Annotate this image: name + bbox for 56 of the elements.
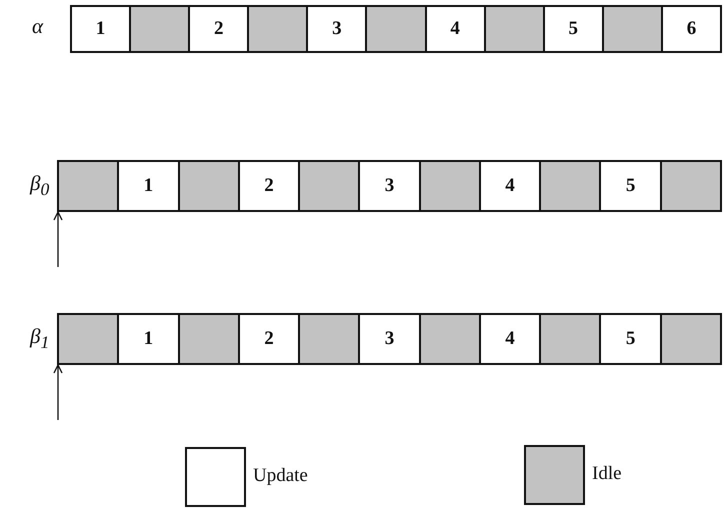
start-arrow	[53, 211, 63, 267]
slot-number: 1	[144, 328, 154, 350]
update-slot	[542, 5, 604, 53]
update-slot	[358, 160, 421, 212]
idle-slot	[660, 313, 722, 365]
idle-slot	[484, 5, 545, 53]
update-slot	[117, 160, 180, 212]
update-slot	[117, 313, 180, 365]
idle-slot	[298, 313, 360, 365]
update-slot	[599, 160, 662, 212]
slot-number: 1	[144, 175, 154, 197]
idle-slot	[129, 5, 190, 53]
slot-number: 2	[264, 175, 274, 197]
legend-label: Idle	[592, 463, 622, 485]
row-label: β$_{1}$	[30, 324, 50, 354]
slot-number: 5	[568, 18, 578, 40]
slot-number: 4	[505, 328, 515, 350]
update-slot	[238, 160, 300, 212]
slot-number: 3	[384, 328, 394, 350]
update-slot	[358, 313, 421, 365]
slot-number: 4	[450, 18, 460, 40]
update-slot	[599, 313, 662, 365]
update-slot	[306, 5, 368, 53]
update-slot	[424, 5, 486, 53]
legend-label: Update	[253, 465, 308, 487]
idle-slot	[298, 160, 360, 212]
idle-slot	[539, 313, 602, 365]
idle-slot	[365, 5, 427, 53]
start-arrow	[53, 364, 63, 420]
idle-slot	[539, 160, 602, 212]
idle-slot	[247, 5, 308, 53]
idle-slot	[602, 5, 663, 53]
row-label: β$_{0}$	[30, 171, 50, 200]
idle-slot	[418, 160, 481, 212]
slot-number: 4	[505, 175, 515, 197]
slot-number: 2	[264, 328, 274, 350]
update-slot	[70, 5, 132, 53]
slot-number: 3	[332, 18, 342, 40]
update-slot	[188, 5, 250, 53]
update-slot	[478, 313, 542, 365]
idle-slot	[178, 160, 240, 212]
idle-slot	[660, 160, 722, 212]
idle-slot	[57, 160, 120, 212]
update-slot	[478, 160, 542, 212]
slot-number: 5	[626, 175, 636, 197]
slot-number: 1	[96, 18, 106, 40]
slot-number: 3	[384, 175, 394, 197]
update-slot	[238, 313, 300, 365]
update-slot	[660, 5, 722, 53]
slot-number: 5	[626, 328, 636, 350]
idle-slot	[418, 313, 481, 365]
idle-slot	[178, 313, 240, 365]
row-label: α	[32, 14, 44, 39]
slot-number: 6	[686, 18, 696, 40]
idle-slot	[57, 313, 120, 365]
slot-number: 2	[214, 18, 224, 40]
